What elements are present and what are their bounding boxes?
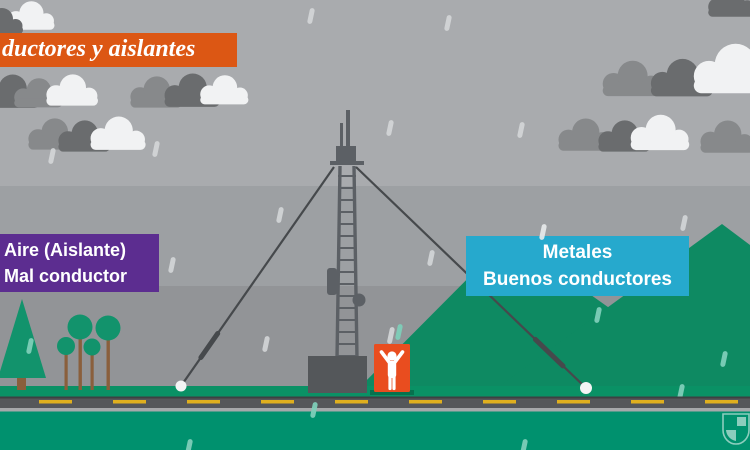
mast-rail-left: [334, 165, 342, 392]
road-bottom-edge: [0, 408, 750, 412]
metals-label-line1: Metales: [542, 242, 613, 263]
wire-sleeve-right: [532, 336, 566, 369]
shield-quadrant: [726, 430, 736, 441]
tree-trunk: [64, 346, 68, 390]
road-dash: [409, 400, 442, 404]
tree-canopy: [95, 315, 121, 341]
shield-quadrant: [737, 417, 746, 426]
tower-crossbar: [330, 161, 364, 165]
tree-trunk: [106, 328, 110, 390]
air-insulator-label: Aire (Aislante) Mal conductor: [0, 234, 159, 292]
metals-label-line2: Buenos conductores: [483, 269, 672, 290]
tower-equipment-drum: [352, 293, 366, 307]
road-surface: [0, 398, 750, 408]
road-dash: [113, 400, 146, 404]
round-tree-icon: [57, 337, 75, 390]
tree-trunk: [17, 374, 26, 390]
road-top-edge: [0, 396, 750, 399]
pine-tree-icon: [0, 299, 46, 390]
title-banner: ductores y aislantes: [0, 33, 237, 67]
tower-equipment-box: [327, 268, 337, 295]
tree-group: [0, 299, 121, 390]
road-center-dashes: [39, 400, 738, 404]
road-dash: [705, 400, 738, 404]
person-warning-sign-icon: [370, 344, 414, 395]
tree-canopy: [83, 338, 101, 356]
person-head: [387, 351, 397, 361]
cloud-icon: [708, 0, 750, 17]
tower-top-box: [336, 146, 356, 164]
wire-sleeve-left: [198, 330, 221, 360]
road-dash: [335, 400, 368, 404]
anchor-ball-left: [175, 380, 187, 392]
road-dash: [557, 400, 590, 404]
person-figure: [379, 350, 405, 391]
mast-rail-right: [352, 165, 360, 392]
tree-canopy: [57, 337, 75, 355]
tower-base-building: [308, 356, 367, 393]
air-label-line2: Mal conductor: [4, 266, 128, 286]
shield-watermark-icon: [722, 413, 750, 445]
antenna-rod: [340, 123, 343, 149]
anchor-ball-right: [580, 382, 592, 394]
tree-canopy: [67, 314, 93, 340]
road-dash: [39, 400, 72, 404]
antenna-rod: [346, 110, 350, 150]
metals-conductor-label: Metales Buenos conductores: [466, 236, 689, 296]
tree-trunk: [78, 328, 82, 390]
radio-tower-icon: [327, 110, 366, 392]
road-dash: [187, 400, 220, 404]
foreground-ground: [0, 411, 750, 450]
tree-trunk: [90, 347, 94, 390]
road-dash: [261, 400, 294, 404]
air-label-line1: Aire (Aislante): [4, 240, 127, 260]
pine-canopy: [0, 299, 46, 378]
sign-shadow: [370, 390, 414, 395]
shield-outline: [722, 413, 750, 445]
road-dash: [483, 400, 516, 404]
grass-strip: [0, 386, 750, 398]
road: [0, 396, 750, 412]
person-torso: [387, 361, 397, 378]
round-tree-icon: [83, 338, 101, 390]
title-banner-text: ductores y aislantes: [2, 36, 196, 62]
road-dash: [631, 400, 664, 404]
round-tree-icon: [67, 314, 93, 390]
round-tree-icon: [95, 315, 121, 390]
